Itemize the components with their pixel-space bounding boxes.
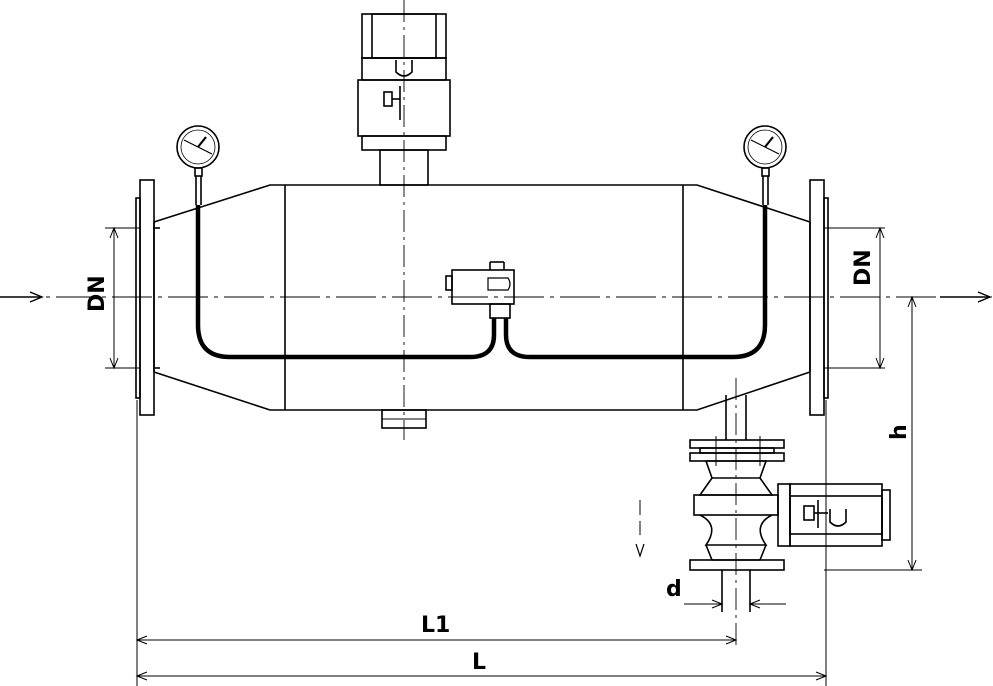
l-label: L [472,650,486,675]
bottom-drain-stub [381,409,427,429]
drain-valve-assembly [689,378,785,650]
d-label: d [666,577,682,602]
outlet-flow-arrow-icon [940,291,992,303]
dimension-l1 [135,400,738,686]
drain-valve-motor-icon [777,483,891,547]
inlet-flow-arrow-icon [0,291,44,303]
inlet-flange [135,179,160,416]
dimension-l [135,400,828,686]
pressure-tube-right [503,205,768,360]
inlet-pressure-gauge-icon [176,125,220,205]
dimension-dn-left [105,226,140,370]
outlet-pressure-gauge-icon [743,125,787,205]
dimension-dn-right [875,226,885,370]
differential-pressure-switch [445,261,515,319]
h-label: h [887,424,912,440]
top-motor-icon [357,13,451,186]
dimension-d [684,599,786,609]
dn-right-label: DN [851,249,876,286]
filter-vessel [153,0,880,440]
pressure-tube-left [195,205,497,360]
drain-direction-arrow-icon [635,500,645,558]
l1-label: L1 [421,613,450,638]
dn-left-label: DN [85,275,110,312]
dimension-h [824,295,922,572]
